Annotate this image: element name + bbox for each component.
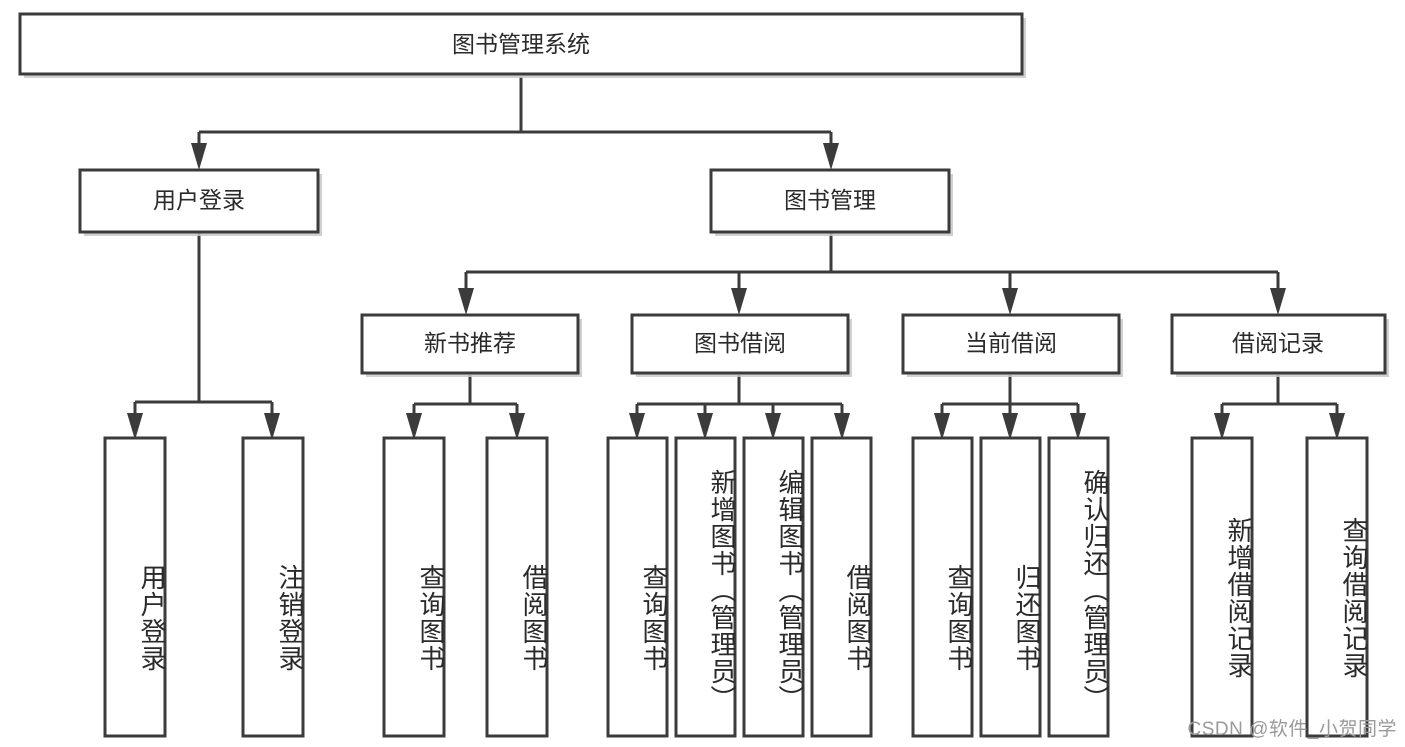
node-borrow-record[interactable]: 借阅记录 [1170, 313, 1389, 377]
node-current-borrow-rect [901, 313, 1121, 375]
connector-current-borrow-to-bus [940, 375, 1080, 418]
arrow-to-leaf-nb-borrow [509, 413, 525, 440]
connector-new-book-to-bus [412, 375, 519, 418]
arrow-to-book-manage [823, 143, 839, 170]
node-user-login-rect [78, 168, 320, 234]
arrow-to-user-login [191, 143, 207, 170]
node-root-label: 图书管理系统 [452, 31, 590, 57]
leaf-cb-query-book-rect [911, 436, 974, 738]
leaf-bb-add-book[interactable] [674, 436, 737, 738]
arrow-to-leaf-nb-query [406, 413, 422, 440]
arrow-to-borrow-record [1270, 288, 1286, 315]
leaf-bb-edit-book[interactable] [742, 436, 805, 738]
connector-book-manage-to-bus [464, 233, 1280, 288]
connector-user-login-to-bus [133, 233, 274, 418]
arrow-to-current-borrow [1002, 288, 1018, 315]
leaf-br-add-record-rect [1190, 436, 1254, 738]
leaf-cb-return-book[interactable] [979, 436, 1042, 738]
leaf-cb-confirm-return[interactable] [1047, 436, 1110, 738]
arrow-to-leaf-cb-query [934, 413, 950, 440]
arrow-to-leaf-cb-confirm [1070, 413, 1086, 440]
node-new-book-recommend[interactable]: 新书推荐 [360, 313, 582, 377]
node-new-book-rect [360, 313, 580, 375]
leaf-bb-borrow-book-rect [810, 436, 873, 738]
arrow-to-leaf-br-add [1214, 413, 1230, 440]
leaf-nb-borrow-book[interactable] [485, 436, 549, 738]
leaf-nb-borrow-book-rect [485, 436, 549, 738]
arrow-to-leaf-cb-return [1002, 413, 1018, 440]
leaf-br-query-record-rect [1305, 436, 1369, 738]
node-book-manage[interactable]: 图书管理 [709, 168, 953, 236]
node-book-borrow-label: 图书借阅 [694, 330, 786, 356]
leaf-nb-query-book-rect [382, 436, 446, 738]
node-book-borrow-rect [630, 313, 850, 375]
leaf-br-add-record[interactable] [1190, 436, 1254, 738]
node-root-rect [18, 12, 1024, 76]
leaf-bb-borrow-book[interactable] [810, 436, 873, 738]
node-borrow-record-rect [1170, 313, 1387, 375]
watermark-text: CSDN @软件_小贺同学 [1187, 719, 1397, 740]
leaf-user-login[interactable] [103, 436, 167, 738]
leaf-cb-confirm-return-rect [1047, 436, 1110, 738]
node-current-borrow[interactable]: 当前借阅 [901, 313, 1123, 377]
arrow-to-leaf-user-login [127, 413, 143, 440]
connector-root-to-bus [197, 77, 833, 148]
arrow-to-leaf-br-query [1329, 413, 1345, 440]
connector-borrow-record-to-bus [1220, 375, 1339, 418]
leaf-bb-query-book[interactable] [606, 436, 669, 738]
leaf-user-login-rect [103, 436, 167, 738]
connector-book-borrow-to-bus [635, 375, 844, 418]
leaf-cb-query-book[interactable] [911, 436, 974, 738]
node-root[interactable]: 图书管理系统 [18, 12, 1026, 78]
leaf-cb-return-book-rect [979, 436, 1042, 738]
arrow-to-leaf-bb-add [697, 413, 713, 440]
node-current-borrow-label: 当前借阅 [965, 330, 1057, 356]
node-user-login-label: 用户登录 [153, 187, 245, 213]
node-book-borrow[interactable]: 图书借阅 [630, 313, 852, 377]
leaf-logout[interactable] [241, 436, 305, 738]
leaf-bb-query-book-rect [606, 436, 669, 738]
arrow-to-book-borrow [731, 288, 747, 315]
node-borrow-record-label: 借阅记录 [1232, 330, 1324, 356]
leaf-logout-rect [241, 436, 305, 738]
connectors-layer [127, 77, 1345, 440]
leaf-nb-query-book[interactable] [382, 436, 446, 738]
node-book-manage-label: 图书管理 [784, 187, 876, 213]
arrow-to-leaf-bb-edit [765, 413, 781, 440]
leaf-bb-add-book-rect [674, 436, 737, 738]
arrow-to-leaf-logout [264, 413, 280, 440]
leaf-bb-edit-book-rect [742, 436, 805, 738]
node-new-book-label: 新书推荐 [424, 330, 516, 356]
leaf-br-query-record[interactable] [1305, 436, 1369, 738]
arrow-to-leaf-bb-borrow [834, 413, 850, 440]
arrow-to-leaf-bb-query [629, 413, 645, 440]
node-user-login[interactable]: 用户登录 [78, 168, 322, 236]
node-book-manage-rect [709, 168, 951, 234]
arrow-to-new-book [458, 288, 474, 315]
